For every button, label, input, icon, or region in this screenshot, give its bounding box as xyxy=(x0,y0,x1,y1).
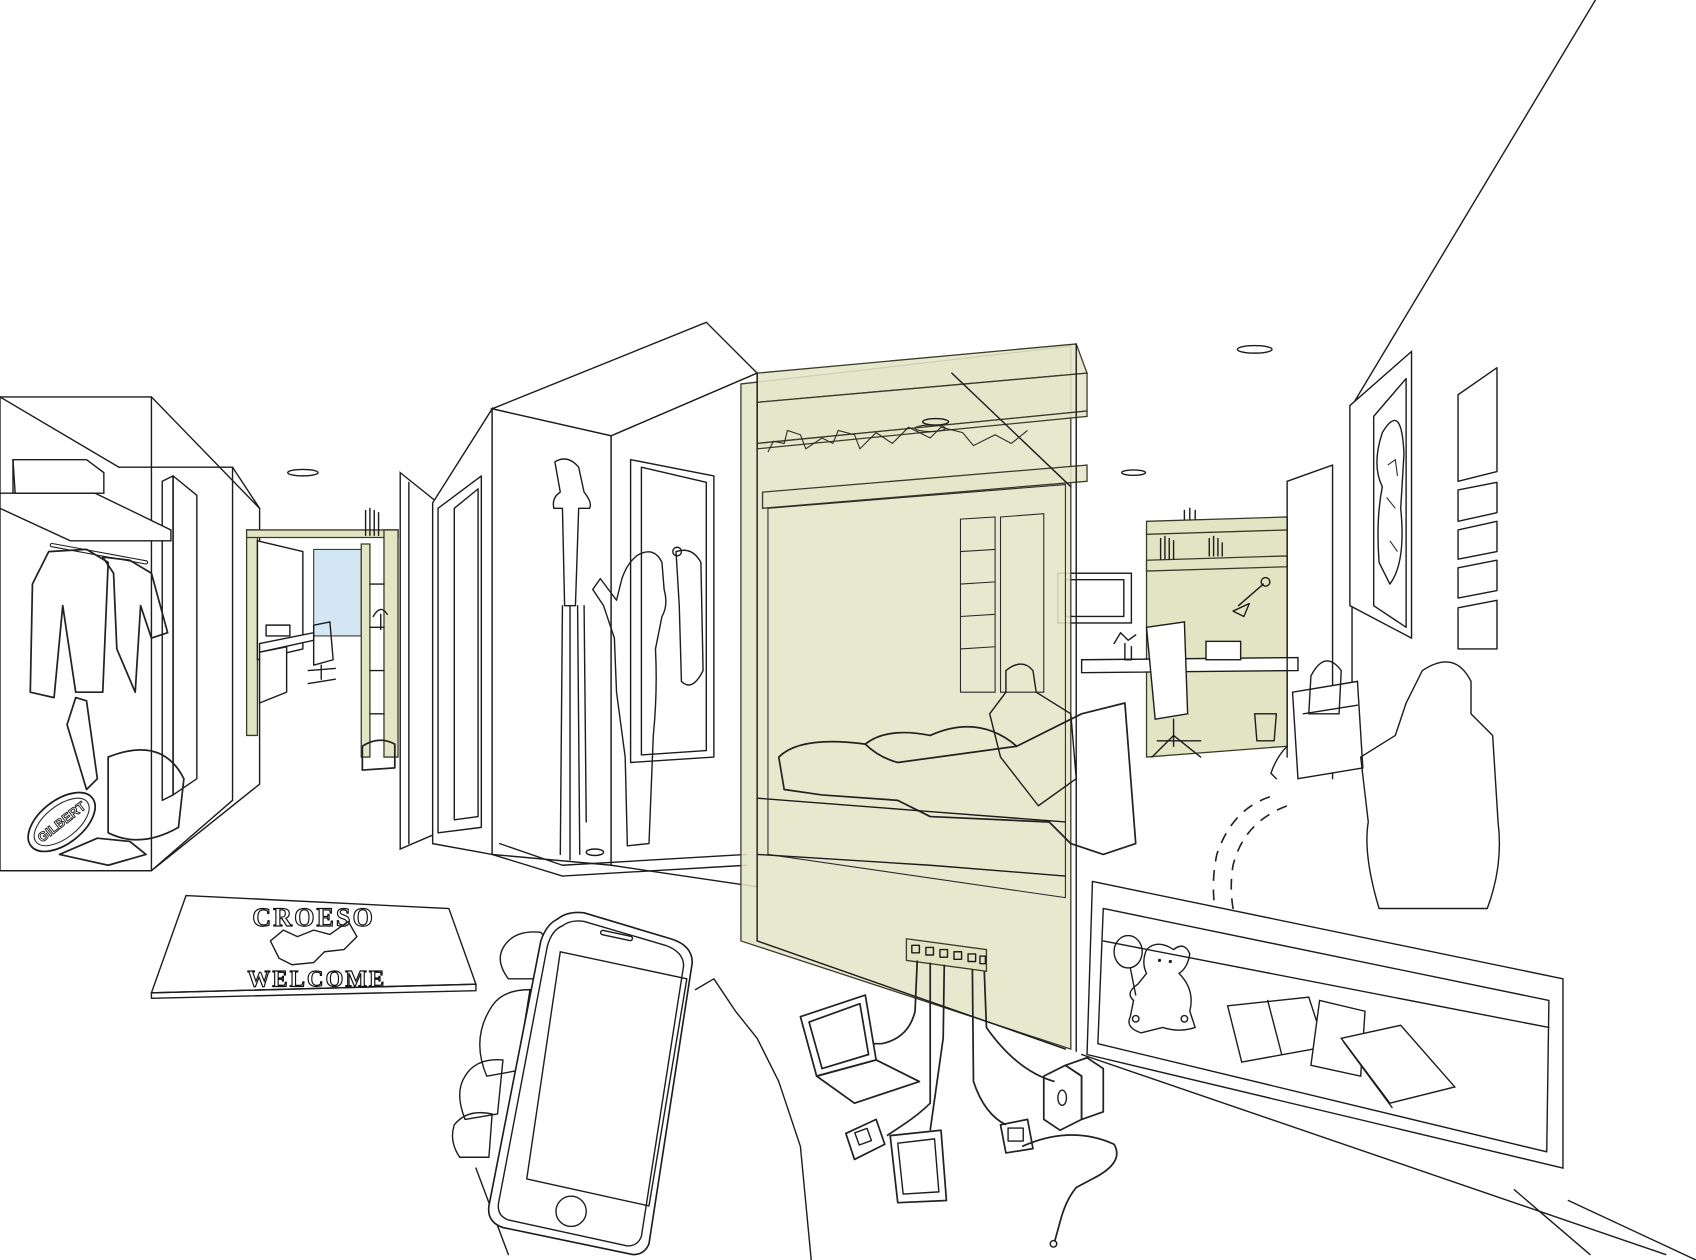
doormat-top-text: CROESO xyxy=(252,903,375,932)
bed-pod xyxy=(740,343,1334,1052)
bed xyxy=(777,702,1137,856)
media-player-icon xyxy=(999,1118,1034,1154)
corridor xyxy=(231,466,399,771)
network-hub xyxy=(905,938,988,972)
speakers-icon xyxy=(1042,1056,1105,1132)
seated-person-silhouette xyxy=(1359,661,1501,910)
phone-screen xyxy=(526,951,688,1207)
shoes xyxy=(58,837,147,867)
shower-pod xyxy=(431,321,759,888)
hand-with-phone xyxy=(451,911,812,1260)
wardrobe: GILBERT xyxy=(0,396,261,872)
towel xyxy=(675,549,704,686)
smartphone xyxy=(487,911,694,1256)
teddy-bear-with-balloon xyxy=(1113,934,1196,1034)
welsh-dragon-icon xyxy=(269,920,358,966)
doormat-bottom-text: WELCOME xyxy=(248,966,387,991)
tablet-icon xyxy=(889,1129,948,1204)
home-button-icon xyxy=(555,1195,587,1228)
portrait-print xyxy=(1376,419,1405,585)
ceiling-lights xyxy=(921,344,1273,477)
coat xyxy=(101,556,169,694)
seated-person-outline xyxy=(988,663,1077,807)
bag xyxy=(107,749,185,841)
wall-art xyxy=(1349,349,1498,650)
laptop-icon xyxy=(799,994,921,1105)
person-silhouette xyxy=(592,551,667,847)
shower-head xyxy=(552,458,592,607)
mp3-player-icon xyxy=(844,1118,886,1161)
window-seat xyxy=(1086,880,1564,1169)
coat xyxy=(29,548,110,699)
connected-devices xyxy=(799,960,1118,1248)
doormat: CROESO WELCOME xyxy=(150,894,477,999)
earphones-icon xyxy=(1021,1134,1118,1242)
